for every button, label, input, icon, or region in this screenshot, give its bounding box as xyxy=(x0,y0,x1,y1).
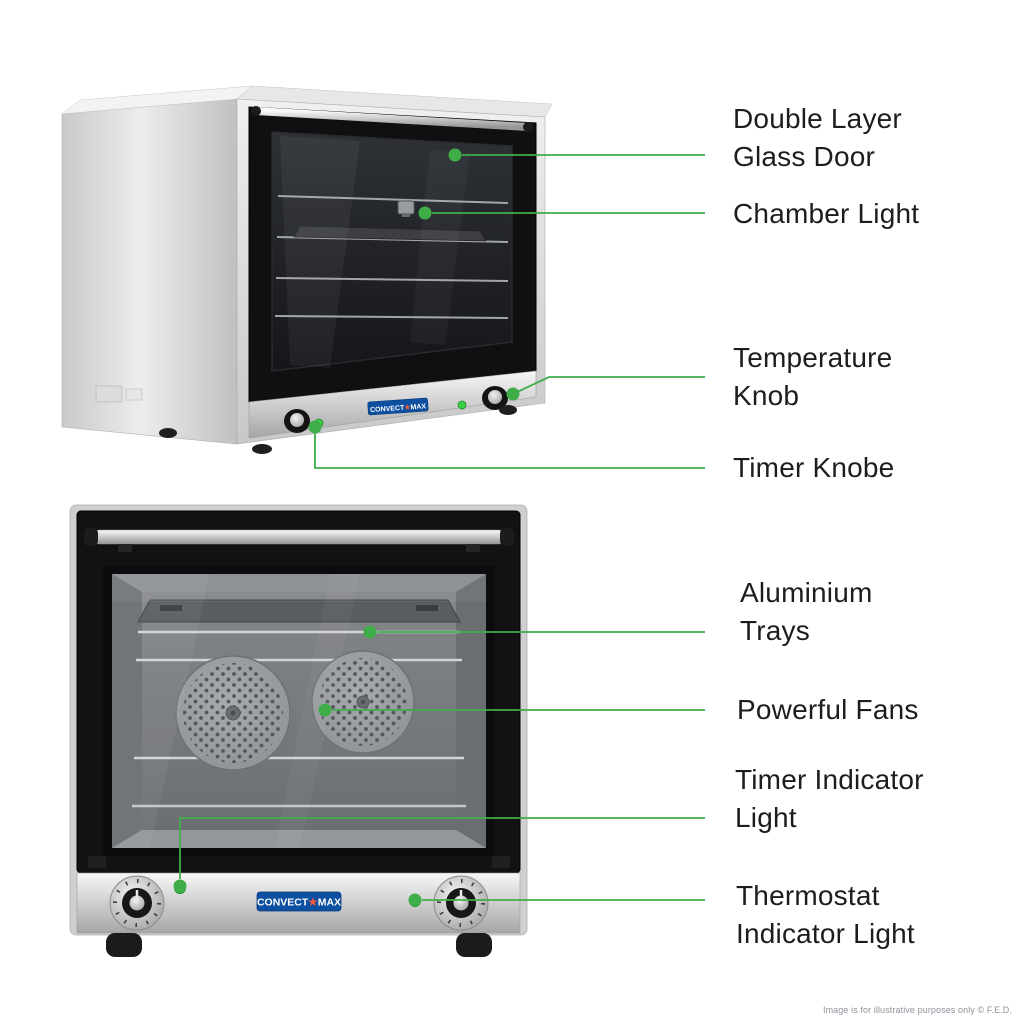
oven-foot xyxy=(252,444,272,454)
label-line: Glass Door xyxy=(733,141,876,172)
glass-reflection xyxy=(275,574,360,848)
callout-dot-aluminium-trays xyxy=(363,625,377,639)
door-handle xyxy=(252,107,532,131)
chamber-ceiling xyxy=(112,574,486,592)
callout-dot-powerful-fans xyxy=(318,703,332,717)
callout-dot-timer-knob xyxy=(308,420,322,434)
callout-dot-thermostat-indicator xyxy=(408,893,422,907)
label-line: Light xyxy=(735,802,797,833)
callout-label-temperature-knob: Temperature Knob xyxy=(733,339,892,415)
label-line: Trays xyxy=(740,615,810,646)
handle-end-cap xyxy=(523,122,533,132)
label-line: Thermostat xyxy=(736,880,880,911)
callout-label-powerful-fans: Powerful Fans xyxy=(737,691,919,729)
aluminium-tray xyxy=(137,596,461,623)
tray xyxy=(293,225,487,242)
label-line: Indicator Light xyxy=(736,918,915,949)
brand-badge: CONVECT★MAX xyxy=(256,891,342,912)
rating-label-sticker xyxy=(95,385,123,403)
oven-foot xyxy=(106,933,142,957)
oven-angled-illustration: CONVECT★MAX xyxy=(61,85,553,454)
handle-end-cap xyxy=(84,528,98,546)
oven-front-illustration: CONVECT★MAX xyxy=(69,504,528,957)
callout-label-timer-indicator-light: Timer Indicator Light xyxy=(735,761,924,837)
label-line: Double Layer xyxy=(733,103,902,134)
timer-knob-cap xyxy=(290,413,304,427)
callout-dot-glass-door xyxy=(448,148,462,162)
handle-end-cap xyxy=(500,528,514,546)
chamber-light xyxy=(397,200,415,217)
callout-line-temperature-knob xyxy=(512,376,705,395)
glass-reflection xyxy=(112,574,486,602)
handle-end-cap xyxy=(251,106,261,116)
callout-dot-chamber-light xyxy=(418,206,432,220)
callout-dot-temperature-knob xyxy=(506,387,520,401)
door-glass xyxy=(271,131,513,372)
label-line: Timer Knobe xyxy=(733,452,895,483)
handle-bracket xyxy=(118,544,132,552)
oven-foot xyxy=(499,405,517,415)
convection-fan-right xyxy=(311,650,415,754)
door-hinge xyxy=(492,856,510,868)
oven-foot xyxy=(456,933,492,957)
temperature-knob-cap xyxy=(488,390,502,404)
footer-disclaimer: Image is for illustrative purposes only … xyxy=(822,1005,1012,1015)
callout-dot-timer-indicator xyxy=(173,879,187,893)
callout-label-timer-knob: Timer Knobe xyxy=(733,449,894,487)
oven-racks xyxy=(132,630,466,808)
door-hinge xyxy=(88,856,106,868)
label-line: Chamber Light xyxy=(733,198,920,229)
glass-reflection xyxy=(112,574,210,848)
chamber-left-wall xyxy=(112,574,142,848)
label-line: Knob xyxy=(733,380,800,411)
callout-label-aluminium-trays: Aluminium Trays xyxy=(740,574,873,650)
callout-lines xyxy=(173,148,705,907)
chamber-right-wall xyxy=(456,574,486,848)
label-line: Powerful Fans xyxy=(737,694,919,725)
callout-label-glass-door: Double Layer Glass Door xyxy=(733,100,902,176)
chamber-floor xyxy=(112,830,486,848)
label-line: Temperature xyxy=(733,342,893,373)
convection-fan-left xyxy=(175,655,291,771)
label-line: Timer Indicator xyxy=(735,764,924,795)
brand-text: CONVECT★MAX xyxy=(257,897,341,909)
brand-badge: CONVECT★MAX xyxy=(367,397,429,416)
brand-text: CONVECT★MAX xyxy=(370,402,427,414)
rating-label-sticker xyxy=(125,388,143,401)
handle-bracket xyxy=(466,544,480,552)
thermostat-indicator-led xyxy=(457,400,467,410)
glass-reflection xyxy=(410,150,470,345)
callout-line-timer-indicator xyxy=(179,817,705,879)
door-handle xyxy=(91,529,507,545)
thermostat-knob xyxy=(433,875,489,931)
callout-label-thermostat-indicator-light: Thermostat Indicator Light xyxy=(736,877,915,953)
oven-side-panel xyxy=(61,98,238,445)
callout-label-chamber-light: Chamber Light xyxy=(733,195,919,233)
timer-knob xyxy=(109,875,165,931)
glass-reflection xyxy=(280,136,360,368)
label-line: Aluminium xyxy=(740,577,873,608)
oven-foot xyxy=(159,428,177,438)
callout-line-timer-knob xyxy=(314,433,705,469)
